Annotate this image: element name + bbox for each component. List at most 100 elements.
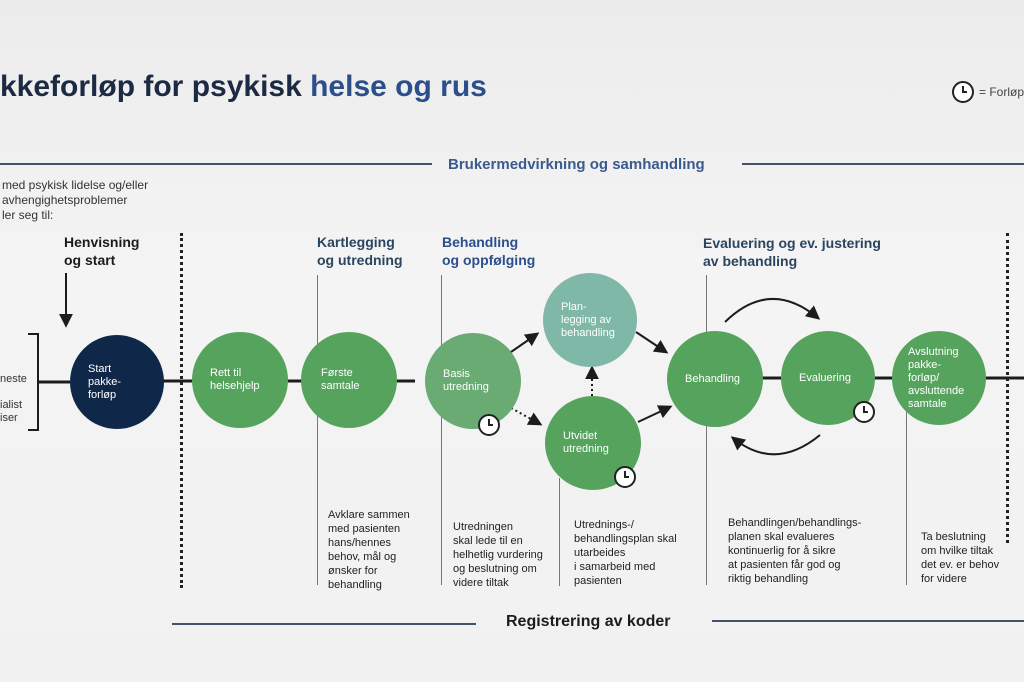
- phase-line: og utredning: [317, 252, 403, 268]
- circle-label: utredning: [563, 443, 609, 455]
- desc-line: helhetlig vurdering: [453, 549, 543, 561]
- circle-planlegging: Plan- legging av behandling: [543, 273, 637, 367]
- circle-label: helsehjelp: [210, 380, 260, 392]
- phase-line: av behandling: [703, 253, 798, 269]
- circle-label: pakke-: [88, 375, 122, 388]
- circle-label: avsluttende: [908, 384, 965, 397]
- banner-text: Brukermedvirkning og samhandling: [448, 156, 705, 173]
- title-part2: helse og rus: [310, 70, 487, 103]
- desc-line: Behandlingen/behandlings-: [728, 517, 862, 529]
- footer-line-left: [172, 623, 476, 625]
- phase-line: og start: [64, 252, 116, 268]
- desc-line: skal lede til en: [453, 535, 523, 547]
- phase-line: og oppfølging: [442, 252, 536, 268]
- desc-kartlegging: Avklare sammen med pasienten hans/hennes…: [328, 508, 410, 592]
- left-label: ialist: [0, 399, 23, 411]
- desc-line: Avklare sammen: [328, 509, 410, 521]
- circle-forste-samtale: Første samtale: [301, 332, 397, 428]
- desc-line: for videre: [921, 573, 967, 585]
- phase-kartlegging: Kartlegging og utredning: [317, 233, 403, 269]
- clock-icon: [951, 81, 974, 103]
- desc-line: med pasienten: [328, 523, 401, 535]
- circle-label: Basis: [443, 368, 470, 380]
- circle-label: Plan-: [561, 300, 587, 313]
- desc-line: ønsker for: [328, 565, 378, 577]
- intro-line: med psykisk lidelse og/eller: [2, 178, 149, 192]
- intro-text: med psykisk lidelse og/eller avhengighet…: [2, 178, 172, 223]
- guide-line: [559, 478, 560, 586]
- desc-line: utarbeides: [574, 547, 626, 559]
- circle-label: samtale: [908, 397, 947, 410]
- page-title: kkeforløp for psykisk helse og rus: [0, 70, 487, 104]
- intro-line: ler seg til:: [2, 208, 54, 222]
- desc-line: i samarbeid med: [574, 561, 656, 573]
- desc-line: behov, mål og: [328, 551, 397, 563]
- guide-line: [906, 410, 907, 585]
- desc-line: at pasienten får god og: [728, 559, 841, 571]
- intro-line: avhengighetsproblemer: [2, 193, 128, 207]
- desc-line: pasienten: [574, 575, 622, 587]
- circle-label: forløp: [88, 388, 117, 401]
- circle-label: forløp/: [908, 371, 940, 384]
- circle-label: Første: [321, 367, 353, 379]
- circle-start-pakkeforlop: Start pakke- forløp: [70, 335, 164, 429]
- circle-label: utredning: [443, 381, 489, 393]
- desc-line: og beslutning om: [453, 563, 537, 575]
- desc-avslutning: Ta beslutning om hvilke tiltak det ev. e…: [921, 530, 999, 586]
- circle-label: Utvidet: [563, 430, 598, 442]
- phase-line: Henvisning: [64, 234, 140, 250]
- desc-line: det ev. er behov: [921, 559, 1000, 571]
- legend-text: = Forløp: [978, 85, 1024, 99]
- desc-line: videre tiltak: [453, 577, 509, 589]
- separator-dotted: [180, 233, 183, 588]
- phase-line: Behandling: [442, 234, 519, 250]
- clock-icon: [614, 466, 636, 488]
- guide-line: [317, 275, 318, 585]
- footer-line-right: [712, 620, 1024, 622]
- guide-line: [706, 275, 707, 585]
- desc-line: Utrednings-/: [574, 519, 634, 531]
- circle-label: Start: [88, 362, 112, 375]
- title-part1: kkeforløp for psykisk: [0, 70, 311, 103]
- desc-line: behandling: [328, 579, 382, 591]
- phase-henvisning: Henvisning og start: [64, 233, 139, 269]
- clock-icon: [853, 401, 875, 423]
- desc-line: hans/hennes: [328, 537, 391, 549]
- circle-label: Behandling: [685, 372, 741, 385]
- phase-line: Kartlegging: [317, 234, 395, 250]
- desc-line: riktig behandling: [728, 573, 809, 585]
- circle-behandling: Behandling: [667, 331, 763, 427]
- circle-label: Evaluering: [799, 371, 851, 384]
- banner-line-left: [0, 163, 432, 165]
- circle-basis-utredning: Basis utredning: [425, 333, 521, 429]
- desc-evaluering: Behandlingen/behandlings- planen skal ev…: [728, 516, 861, 586]
- circle-label: legging av: [561, 313, 612, 326]
- desc-plan: Utrednings-/ behandlingsplan skal utarbe…: [574, 518, 677, 588]
- desc-line: planen skal evalueres: [728, 531, 835, 543]
- banner-line-right: [742, 163, 1024, 165]
- phase-line: Evaluering og ev. justering: [703, 235, 881, 251]
- left-label: iser: [0, 412, 18, 424]
- desc-line: Utredningen: [453, 521, 513, 533]
- desc-utredning: Utredningen skal lede til en helhetlig v…: [453, 520, 543, 590]
- footer-text: Registrering av koder: [506, 613, 671, 630]
- circle-rett-til-helsehjelp: Rett til helsehjelp: [192, 332, 288, 428]
- circle-label: pakke-: [908, 358, 942, 371]
- desc-line: om hvilke tiltak: [921, 545, 994, 557]
- left-label: neste: [0, 373, 27, 385]
- circle-avslutning: Avslutning pakke- forløp/ avsluttende sa…: [892, 331, 986, 425]
- guide-line: [441, 275, 442, 585]
- circle-label: Rett til: [210, 367, 242, 379]
- desc-line: kontinuerlig for å sikre: [728, 545, 836, 557]
- desc-line: behandlingsplan skal: [574, 533, 677, 545]
- phase-evaluering: Evaluering og ev. justering av behandlin…: [703, 234, 881, 270]
- separator-dotted: [1006, 233, 1009, 543]
- circle-label: samtale: [321, 380, 360, 392]
- circle-label: Avslutning: [908, 345, 959, 358]
- phase-behandling: Behandling og oppfølging: [442, 233, 535, 269]
- desc-line: Ta beslutning: [921, 531, 986, 543]
- circle-label: behandling: [561, 326, 615, 339]
- clock-icon: [478, 414, 500, 436]
- legend: = Forløp: [951, 80, 1024, 104]
